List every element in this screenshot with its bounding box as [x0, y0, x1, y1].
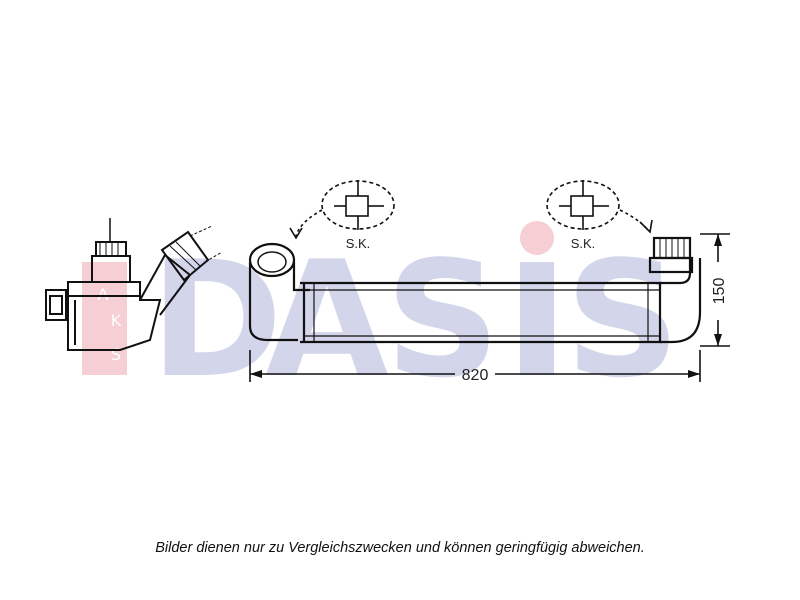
watermark-aks: A: [98, 285, 109, 304]
watermark-letter-s1: S: [385, 226, 500, 413]
watermark-dot: [520, 221, 554, 255]
side-view: [45, 218, 223, 351]
front-view: [248, 236, 702, 344]
watermark-aks-k: K: [111, 311, 122, 330]
detail-label-left: S.K.: [346, 236, 371, 251]
watermark-red-bar: [82, 262, 127, 375]
detail-mark-right: [546, 180, 653, 234]
disclaimer-caption: Bilder dienen nur zu Vergleichszwecken u…: [155, 540, 645, 556]
watermark-letter-a: A: [265, 226, 389, 413]
watermark-letter-s2: S: [565, 226, 680, 413]
watermark-letter-i: [520, 262, 554, 375]
watermark-aks-s: S: [111, 345, 121, 364]
detail-mark-left: [289, 180, 395, 240]
dimension-height: [700, 233, 730, 347]
dimension-height-label: 150: [711, 278, 728, 305]
dimension-length-label: 820: [462, 367, 489, 384]
dimension-length: [249, 350, 701, 382]
detail-label-right: S.K.: [571, 236, 596, 251]
